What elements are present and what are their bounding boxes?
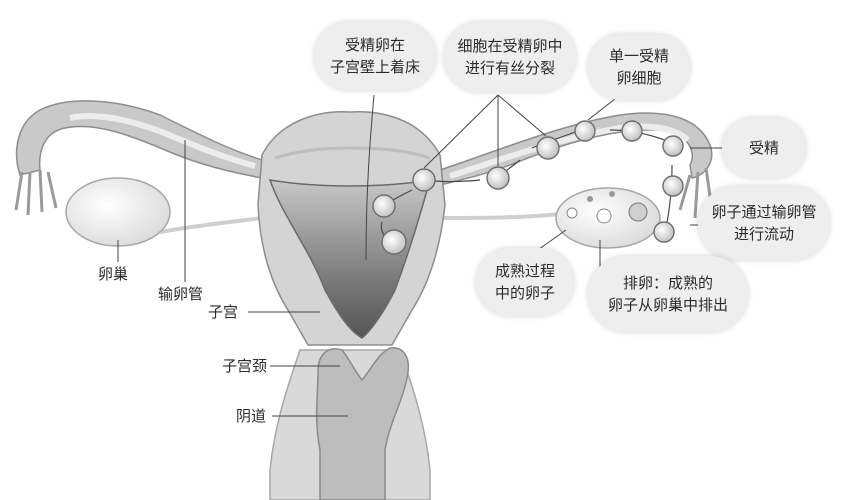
single-cell-bubble: 单一受精 卵细胞 <box>588 34 690 100</box>
vagina-label: 阴道 <box>236 407 267 425</box>
egg-flow-bubble: 卵子通过输卵管 进行流动 <box>698 186 830 260</box>
implantation-bubble: 受精卵在 子宫壁上着床 <box>314 22 436 90</box>
cell-division-bubble: 细胞在受精卵中 进行有丝分裂 <box>444 22 576 92</box>
ovulation-bubble: 排卵：成熟的 卵子从卵巢中排出 <box>588 256 748 332</box>
uterus-label: 子宫 <box>208 303 239 321</box>
left-fallopian-tube <box>14 100 263 216</box>
leader-lines <box>117 94 730 417</box>
egg-stages <box>372 120 684 255</box>
left-ovary <box>65 177 171 247</box>
ovary-label: 卵巢 <box>98 265 129 283</box>
fertilization-bubble: 受精 <box>722 118 806 178</box>
vagina-shape <box>269 347 431 500</box>
fallopian-tube-label: 输卵管 <box>158 285 204 303</box>
cervix-label: 子宫颈 <box>222 357 268 375</box>
uterus-body <box>257 110 446 346</box>
right-ovary <box>555 187 661 249</box>
maturing-egg-bubble: 成熟过程 中的卵子 <box>476 248 574 316</box>
